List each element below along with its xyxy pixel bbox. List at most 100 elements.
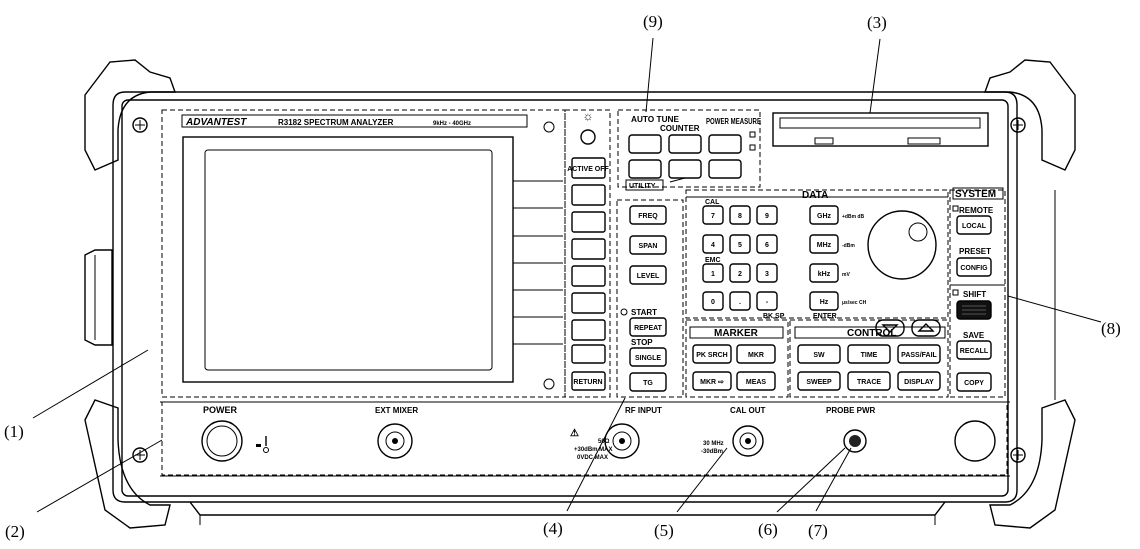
copy-button[interactable]: COPY bbox=[956, 372, 992, 392]
unit-key-khz-label: kHz bbox=[818, 271, 831, 278]
utility-key-3[interactable] bbox=[708, 159, 742, 179]
control-key[interactable]: TRACE bbox=[847, 371, 891, 391]
marker-key-label: PK SRCH bbox=[696, 352, 728, 359]
control-key-label: TIME bbox=[861, 352, 878, 359]
softkey-5[interactable] bbox=[571, 292, 606, 314]
screw-icon bbox=[543, 121, 555, 133]
numeric-key-label: 8 bbox=[738, 213, 742, 220]
numeric-key[interactable]: 7 bbox=[702, 205, 724, 225]
utility-key-2[interactable] bbox=[668, 159, 702, 179]
single-button[interactable]: SINGLE bbox=[629, 347, 667, 367]
numeric-key[interactable]: 2 bbox=[729, 263, 751, 283]
freq-button[interactable]: FREQ bbox=[629, 205, 667, 225]
screw-icon bbox=[543, 378, 555, 390]
bksp-label: BK SP bbox=[763, 313, 785, 320]
return-button[interactable]: RETURN bbox=[571, 371, 606, 391]
knob-finger-dimple bbox=[908, 222, 928, 242]
numeric-key-label: 6 bbox=[765, 242, 769, 249]
callout-8: (8) bbox=[1101, 319, 1121, 338]
power-switch[interactable] bbox=[201, 420, 243, 462]
numeric-key-label: . bbox=[739, 299, 741, 306]
marker-key[interactable]: PK SRCH bbox=[692, 344, 732, 364]
softkey-1[interactable] bbox=[571, 184, 606, 206]
measure-led bbox=[749, 131, 756, 138]
cal-out-connector[interactable] bbox=[732, 425, 764, 457]
numeric-key[interactable]: 6 bbox=[756, 234, 778, 254]
counter-button[interactable] bbox=[668, 134, 702, 154]
numeric-key[interactable]: 0 bbox=[702, 291, 724, 311]
unit-key-mhz-label: MHz bbox=[817, 242, 832, 249]
numeric-key[interactable]: 4 bbox=[702, 234, 724, 254]
control-key[interactable]: PASS/FAIL bbox=[897, 344, 941, 364]
level-button[interactable]: LEVEL bbox=[629, 265, 667, 285]
power-label: POWER bbox=[203, 405, 238, 415]
shift-label: SHIFT bbox=[963, 290, 986, 299]
power-measure-button[interactable] bbox=[708, 134, 742, 154]
data-knob[interactable] bbox=[867, 210, 937, 280]
softkey-4[interactable] bbox=[571, 265, 606, 287]
utility-key-1[interactable] bbox=[628, 159, 662, 179]
callout-5: (5) bbox=[654, 521, 674, 540]
softkey-3[interactable] bbox=[571, 238, 606, 260]
control-key[interactable]: TIME bbox=[847, 344, 891, 364]
cal-level-label: -30dBm bbox=[701, 449, 723, 455]
repeat-button[interactable]: REPEAT bbox=[629, 317, 667, 337]
enter-label: ENTER bbox=[813, 313, 837, 320]
span-button[interactable]: SPAN bbox=[629, 235, 667, 255]
marker-key[interactable]: MEAS bbox=[736, 371, 776, 391]
numeric-key[interactable]: 5 bbox=[729, 234, 751, 254]
numeric-key-label: 1 bbox=[711, 271, 715, 278]
control-key-label: SWEEP bbox=[806, 379, 832, 386]
emc-label: EMC bbox=[705, 257, 721, 264]
unit-key-khz[interactable]: kHz bbox=[809, 263, 839, 283]
softkey-2[interactable] bbox=[571, 211, 606, 233]
connector-panel-outline bbox=[161, 401, 1008, 476]
marker-key[interactable]: MKR bbox=[736, 344, 776, 364]
recall-button[interactable]: RECALL bbox=[956, 340, 992, 360]
tg-button[interactable]: TG bbox=[629, 372, 667, 392]
numeric-key[interactable]: . bbox=[729, 291, 751, 311]
remote-label: REMOTE bbox=[959, 206, 994, 215]
control-key[interactable]: SW bbox=[797, 344, 841, 364]
control-key[interactable]: SWEEP bbox=[797, 371, 841, 391]
probe-power-connector[interactable] bbox=[843, 429, 867, 453]
shift-button[interactable] bbox=[956, 300, 992, 320]
up-arrow-button[interactable] bbox=[911, 319, 941, 337]
unit-key-ghz-label: GHz bbox=[817, 213, 832, 220]
brightness-control[interactable]: ☼ bbox=[580, 109, 596, 145]
brightness-knob[interactable] bbox=[580, 129, 596, 145]
return-label: RETURN bbox=[573, 379, 602, 386]
auto-tune-button[interactable] bbox=[628, 134, 662, 154]
start-led bbox=[620, 308, 628, 316]
numeric-key-label: 2 bbox=[738, 271, 742, 278]
softkey-7[interactable] bbox=[571, 344, 606, 364]
numeric-key[interactable]: 1 bbox=[702, 263, 724, 283]
softkey-active-off[interactable]: ACTIVE OFF bbox=[567, 157, 610, 179]
local-button[interactable]: LOCAL bbox=[956, 215, 992, 235]
rf-input-connector[interactable] bbox=[604, 423, 640, 459]
softkey-column-outline bbox=[564, 109, 611, 398]
data-title: DATA bbox=[802, 190, 828, 201]
rf-impedance-label: 50Ω bbox=[598, 439, 610, 445]
unit-key-mhz[interactable]: MHz bbox=[809, 234, 839, 254]
crt-screen bbox=[182, 136, 514, 383]
softkey-6[interactable] bbox=[571, 319, 606, 341]
control-section-outline bbox=[789, 319, 949, 398]
warning-icon: ⚠ bbox=[570, 428, 579, 439]
marker-key-label: MEAS bbox=[746, 379, 767, 386]
config-button[interactable]: CONFIG bbox=[956, 257, 992, 277]
unit-key-ghz[interactable]: GHz bbox=[809, 205, 839, 225]
numeric-key-label: 4 bbox=[711, 242, 715, 249]
control-key[interactable]: DISPLAY bbox=[897, 371, 941, 391]
numeric-key[interactable]: - bbox=[756, 291, 778, 311]
numeric-key[interactable]: 3 bbox=[756, 263, 778, 283]
numeric-key[interactable]: 8 bbox=[729, 205, 751, 225]
unit-note: mV bbox=[842, 272, 850, 278]
numeric-key[interactable]: 9 bbox=[756, 205, 778, 225]
ext-mixer-connector[interactable] bbox=[377, 423, 413, 459]
down-arrow-button[interactable] bbox=[875, 319, 905, 337]
marker-key[interactable]: MKR ⇨ bbox=[692, 371, 732, 391]
control-key-label: SW bbox=[813, 352, 825, 359]
unit-key-hz[interactable]: Hz bbox=[809, 291, 839, 311]
floppy-disk-drive[interactable] bbox=[772, 112, 989, 147]
